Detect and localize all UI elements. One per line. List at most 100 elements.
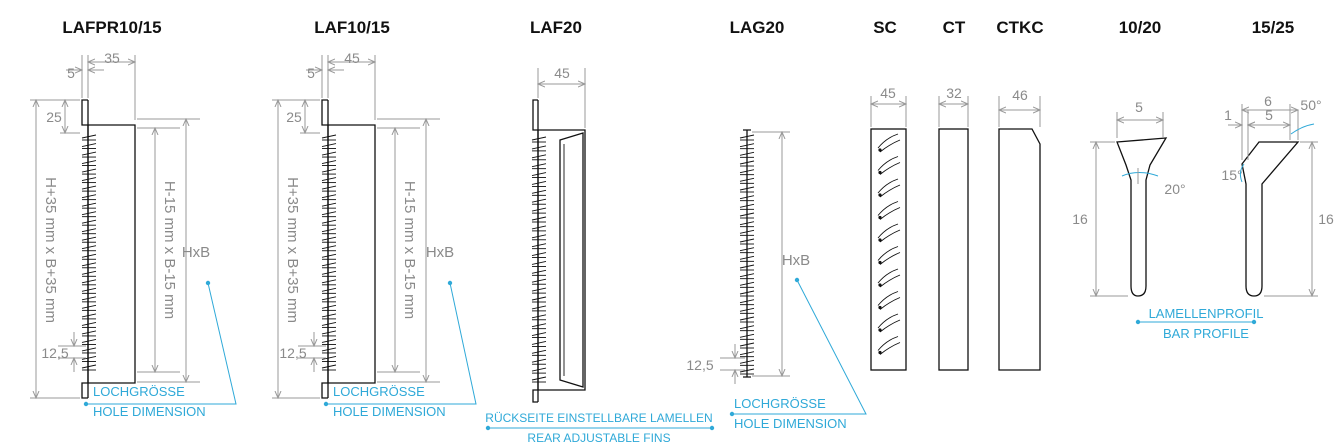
laf20-fin — [531, 349, 547, 354]
p1020-dim-16: 16 — [1072, 211, 1088, 227]
laf20-note-rear-de: RÜCKSEITE EINSTELLBARE LAMELLEN — [485, 411, 712, 425]
title-ctkc: CTKC — [996, 18, 1043, 37]
laf1015-fin — [321, 151, 337, 156]
lag20-fin — [739, 281, 755, 286]
sc-blade-pivot — [878, 170, 882, 175]
laf1015-fin — [321, 364, 337, 369]
ct-drawing: 32 — [939, 85, 968, 371]
lag20-fin — [739, 160, 755, 165]
title-1020: 10/20 — [1119, 18, 1162, 37]
lafpr-fin — [81, 211, 97, 216]
laf20-fin — [531, 189, 547, 194]
lafpr-note-hole-en: HOLE DIMENSION — [93, 404, 206, 419]
lag20-fin — [739, 229, 755, 234]
title-ct: CT — [943, 18, 966, 37]
sc-blade — [877, 133, 901, 153]
lag20-note-hole-en: HOLE DIMENSION — [734, 416, 847, 431]
laf1015-dim-outer: H+35 mm x B+35 mm — [284, 177, 301, 323]
lafpr-fin — [81, 296, 97, 301]
sc-blade — [877, 223, 901, 243]
lag20-fin — [739, 134, 755, 139]
laf1015-fin — [321, 321, 337, 326]
lag20-fin — [739, 203, 755, 208]
p1525-angle-50: 50° — [1300, 97, 1321, 113]
lafpr-fins — [81, 134, 97, 371]
p1525-dim-6: 6 — [1264, 93, 1272, 109]
laf20-fin — [531, 163, 547, 168]
lafpr-fin — [81, 313, 97, 318]
sc-fins — [877, 133, 901, 355]
laf1015-fin — [321, 168, 337, 173]
laf1015-fin — [321, 236, 337, 241]
sc-blade-pivot — [878, 350, 882, 355]
laf20-fin — [531, 207, 547, 212]
lafpr-dim-5: 5 — [67, 65, 75, 81]
lag20-fin — [739, 247, 755, 252]
laf1015-note-hole-de: LOCHGRÖSSE — [333, 384, 425, 399]
ctkc-dim-46: 46 — [1012, 87, 1028, 103]
p1525-angle-15: 15° — [1221, 167, 1242, 183]
sc-drawing: 45 — [871, 85, 906, 371]
sc-blade — [877, 201, 901, 220]
title-sc: SC — [873, 18, 897, 37]
laf1015-fin — [321, 356, 337, 360]
laf20-fin — [531, 243, 547, 248]
sc-blade-pivot — [878, 148, 882, 152]
sc-blade — [877, 178, 901, 198]
laf1015-fin — [321, 185, 337, 190]
sc-blade — [877, 336, 901, 355]
laf1015-fin — [321, 304, 337, 309]
title-laf20: LAF20 — [530, 18, 582, 37]
lafpr-fin — [81, 270, 97, 275]
lafpr-fin — [81, 143, 97, 147]
lag20-fins — [739, 134, 755, 375]
laf20-fin — [531, 198, 547, 203]
laf20-fin — [531, 376, 547, 381]
laf20-fin — [531, 367, 547, 372]
laf1015-dim-5: 5 — [307, 65, 315, 81]
laf1015-drawing: 5 45 25 H+35 mm x B+35 mm H-15 mm x B-15… — [272, 50, 477, 419]
laf1015-fin — [321, 279, 337, 284]
profile-1020-drawing: 5 16 20° — [1072, 99, 1186, 296]
title-laf1015: LAF10/15 — [314, 18, 390, 37]
laf1015-fin — [321, 296, 337, 301]
laf20-fin — [531, 181, 547, 185]
lafpr-fin — [81, 330, 97, 335]
laf1015-fin — [321, 143, 337, 147]
title-1525: 15/25 — [1252, 18, 1295, 37]
lag20-fin — [739, 195, 755, 200]
sc-blade-pivot — [878, 305, 882, 310]
lafpr-fin — [81, 304, 97, 309]
lag20-fin — [739, 273, 755, 278]
laf1015-fin — [321, 253, 337, 258]
laf20-fin — [531, 296, 547, 301]
lafpr-fin — [81, 339, 97, 343]
laf1015-fin — [321, 330, 337, 335]
lag20-note-hole-de: LOCHGRÖSSE — [734, 396, 826, 411]
lag20-fin — [739, 316, 755, 321]
laf1015-fin — [321, 245, 337, 250]
laf20-fin — [531, 145, 547, 150]
sc-blade-pivot — [878, 328, 882, 332]
title-lafpr: LAFPR10/15 — [62, 18, 161, 37]
p1020-angle-20: 20° — [1164, 181, 1185, 197]
laf20-fin — [531, 332, 547, 336]
lag20-fin — [739, 212, 755, 217]
lag20-fin — [739, 325, 755, 330]
laf1015-dim-inner: H-15 mm x B-15 mm — [401, 181, 418, 319]
lag20-fin — [739, 221, 755, 226]
laf20-dim-45: 45 — [554, 65, 570, 81]
sc-blade-pivot — [878, 238, 882, 242]
lafpr-fin — [81, 279, 97, 284]
lafpr-fin — [81, 245, 97, 250]
laf1015-fin — [321, 228, 337, 233]
laf1015-dim-25: 25 — [286, 109, 302, 125]
profile-1525-drawing: 6 5 1 50° 15° 16 — [1221, 93, 1334, 296]
lag20-fin — [739, 186, 755, 191]
sc-blade — [877, 156, 901, 175]
laf1015-fin — [321, 262, 337, 267]
laf1015-fin — [321, 160, 337, 164]
lafpr-fin — [81, 160, 97, 164]
